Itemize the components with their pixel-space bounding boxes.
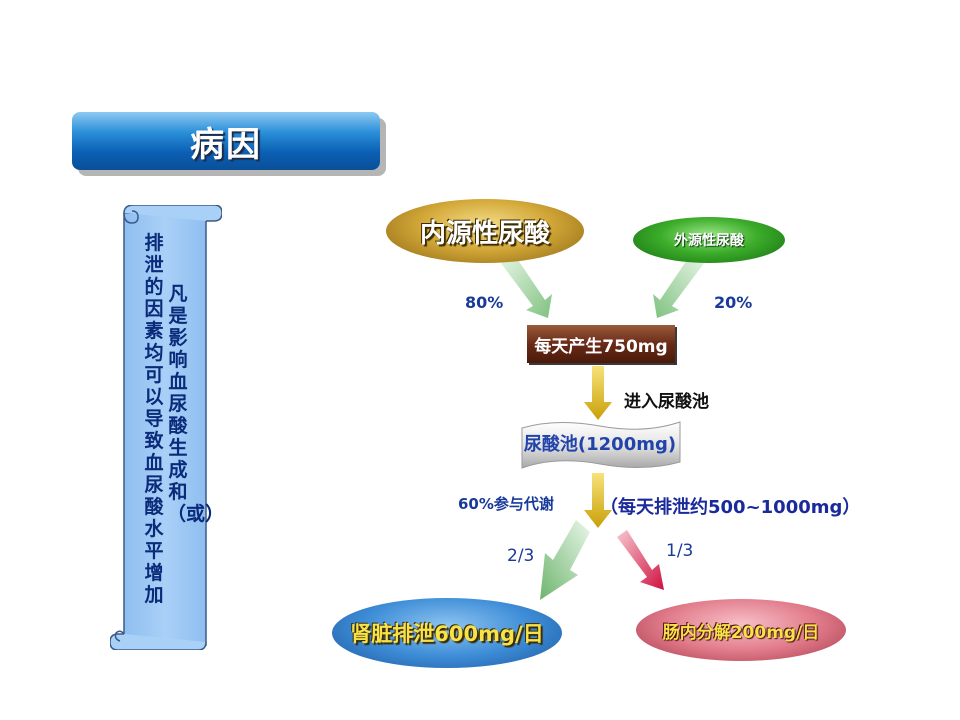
daily-excretion-label: （每天排泄约500~1000mg）: [600, 497, 861, 518]
intestine-fraction-label: 1/3: [666, 541, 694, 561]
exogenous-percent: 20%: [714, 293, 753, 312]
exogenous-label: 外源性尿酸: [674, 233, 744, 249]
arrow-kidney: [540, 520, 590, 600]
endogenous-percent: 80%: [465, 293, 504, 312]
kidney-fraction-label: 2/3: [507, 546, 535, 566]
intestine-decomposition-label: 肠内分解200mg/日: [662, 622, 820, 643]
enter-pool-label: 进入尿酸池: [624, 392, 709, 412]
metabolism-label: 60%参与代谢: [458, 495, 554, 513]
uric-acid-pool: 尿酸池(1200mg): [523, 434, 677, 455]
arrow-exogenous: [653, 254, 705, 318]
scroll-text-column-1: 排泄的因素均可以导致血尿酸水平增加: [144, 232, 164, 606]
arrow-pool-split: [584, 473, 612, 528]
page-title: 病因: [190, 124, 262, 165]
exogenous-uric-acid-node: 外源性尿酸: [633, 217, 785, 263]
daily-production-box: 每天产生750mg: [527, 325, 675, 363]
kidney-excretion-label: 肾脏排泄600mg/日: [350, 622, 544, 646]
pool-shape: [521, 421, 681, 469]
arrow-intestine: [617, 530, 664, 590]
intestine-decomposition-node: 肠内分解200mg/日: [636, 599, 846, 661]
title-banner: 病因: [72, 112, 380, 170]
arrow-enter-pool: [584, 366, 612, 420]
endogenous-label: 内源性尿酸: [419, 218, 550, 249]
daily-production-label: 每天产生750mg: [534, 336, 668, 357]
scroll-text-column-2: 凡是影响血尿酸生成和（或）: [167, 283, 225, 525]
kidney-excretion-node: 肾脏排泄600mg/日: [332, 598, 562, 668]
endogenous-uric-acid-node: 内源性尿酸: [386, 199, 584, 263]
arrow-endogenous: [500, 254, 552, 318]
scroll-graphic: [110, 205, 222, 650]
